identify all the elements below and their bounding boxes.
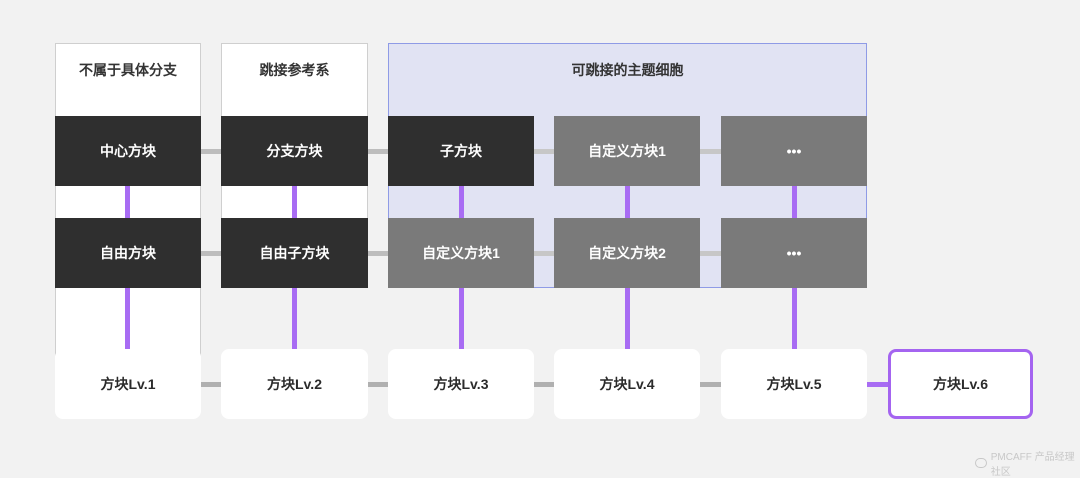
vconnector-c5-r2lv <box>792 288 797 349</box>
level-card-3: 方块Lv.3 <box>388 349 534 419</box>
level-connector-4 <box>700 382 721 387</box>
level-connector-3 <box>534 382 554 387</box>
vconnector-c3-r2lv <box>459 288 464 349</box>
connector-row2-3 <box>534 251 554 256</box>
level-connector-2 <box>368 382 388 387</box>
block-custom-1-row1: 自定义方块1 <box>554 116 700 186</box>
connector-row2-4 <box>700 251 721 256</box>
connector-row2-2 <box>368 251 388 256</box>
watermark-text: PMCAFF 产品经理社区 <box>990 452 1075 478</box>
column-title-jump-reference: 跳接参考系 <box>259 62 330 78</box>
level-connector-5 <box>867 382 888 387</box>
block-more-row2: ••• <box>721 218 867 288</box>
level-card-1: 方块Lv.1 <box>55 349 201 419</box>
vconnector-c1-r2lv <box>125 288 130 349</box>
connector-row1-2 <box>368 149 388 154</box>
block-more-row1: ••• <box>721 116 867 186</box>
level-card-4: 方块Lv.4 <box>554 349 700 419</box>
level-card-5: 方块Lv.5 <box>721 349 867 419</box>
block-free: 自由方块 <box>55 218 201 288</box>
block-free-child: 自由子方块 <box>221 218 368 288</box>
block-custom-2-row2: 自定义方块2 <box>554 218 700 288</box>
level-card-2: 方块Lv.2 <box>221 349 368 419</box>
vconnector-c4-r2lv <box>625 288 630 349</box>
block-branch: 分支方块 <box>221 116 368 186</box>
vconnector-c2-r2lv <box>292 288 297 349</box>
block-center: 中心方块 <box>55 116 201 186</box>
level-card-6: 方块Lv.6 <box>888 349 1033 419</box>
watermark: PMCAFF 产品经理社区 <box>975 452 1075 478</box>
connector-row1-1 <box>201 149 221 154</box>
connector-row1-4 <box>700 149 721 154</box>
column-title-theme-cells: 可跳接的主题细胞 <box>571 62 684 78</box>
pmcaff-logo-icon <box>975 458 987 468</box>
vconnector-c1-r1r2 <box>125 186 130 218</box>
block-custom-1-row2: 自定义方块1 <box>388 218 534 288</box>
connector-row1-3 <box>534 149 554 154</box>
level-connector-1 <box>201 382 221 387</box>
column-title-unassigned: 不属于具体分支 <box>79 62 177 78</box>
vconnector-c3-r1r2 <box>459 186 464 218</box>
connector-row2-1 <box>201 251 221 256</box>
vconnector-c4-r1r2 <box>625 186 630 218</box>
vconnector-c5-r1r2 <box>792 186 797 218</box>
vconnector-c2-r1r2 <box>292 186 297 218</box>
block-child: 子方块 <box>388 116 534 186</box>
